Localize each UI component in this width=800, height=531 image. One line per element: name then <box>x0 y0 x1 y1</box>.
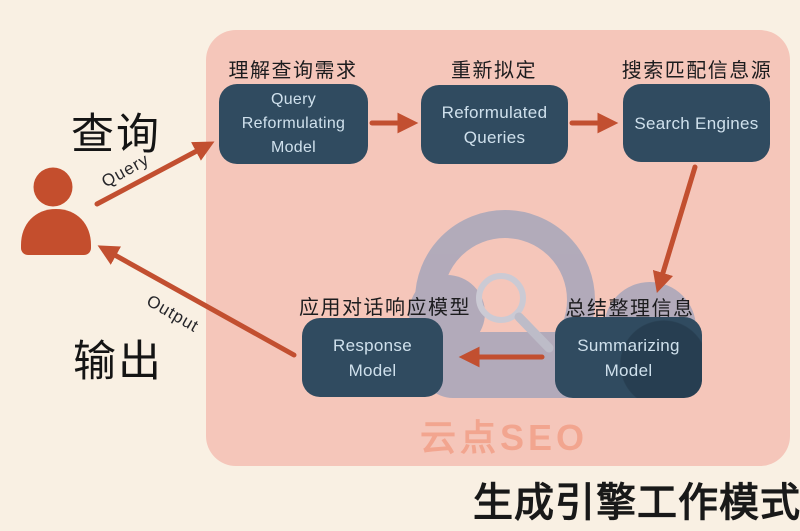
page-title: 生成引擎工作模式 <box>473 481 800 525</box>
query-label: 查询 <box>71 111 161 159</box>
node-line: Model <box>270 139 317 156</box>
node-line: Response <box>333 335 412 355</box>
node-line: Reformulated <box>441 102 548 122</box>
person-icon <box>21 167 91 255</box>
caption-query-reformulating: 理解查询需求 <box>228 60 358 82</box>
caption-search-engines: 搜索匹配信息源 <box>621 60 773 82</box>
node-response-model: Response Model <box>302 318 443 397</box>
node-search-engines: Search Engines <box>623 84 770 162</box>
node-line: Queries <box>463 127 526 147</box>
caption-reformulated-queries: 重新拟定 <box>451 60 537 82</box>
node-line: Reformulating <box>241 115 346 132</box>
output-label: 输出 <box>73 338 163 386</box>
node-reformulated-queries: Reformulated Queries <box>421 85 568 164</box>
node-summarizing-model: Summarizing Model <box>555 317 702 398</box>
node-line: Query <box>270 91 317 108</box>
node-query-reformulating-model: Query Reformulating Model <box>219 84 368 164</box>
node-line: Summarizing <box>577 335 680 355</box>
caption-response-model: 应用对话响应模型 <box>299 297 471 319</box>
node-line: Model <box>604 360 653 380</box>
node-line: Search Engines <box>634 113 759 133</box>
node-line: Model <box>348 360 397 380</box>
watermark-brand-text: 云点SEO <box>420 417 589 458</box>
